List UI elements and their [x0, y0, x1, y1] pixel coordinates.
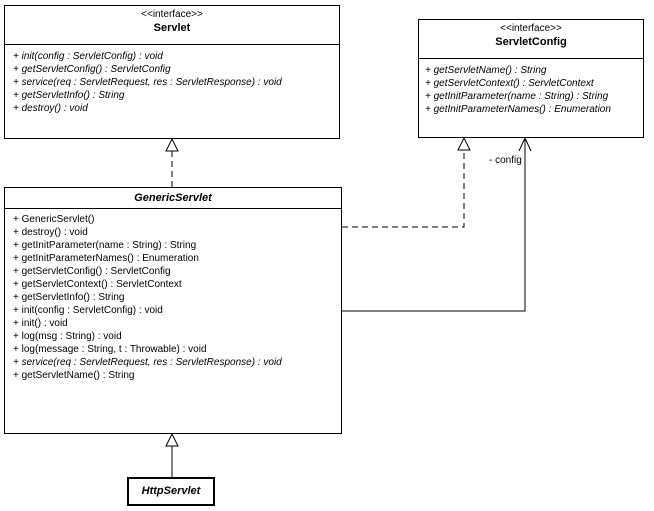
genericservlet-operation: + getServletInfo() : String: [13, 292, 125, 303]
servlet-interface-box: <<interface>> Servlet + init(config : Se…: [4, 5, 340, 139]
genericservlet-operation: + getServletConfig() : ServletConfig: [13, 266, 171, 277]
genericservlet-operation: + log(message : String, t : Throwable) :…: [13, 344, 207, 355]
servlet-class-name: Servlet: [153, 22, 191, 34]
servlet-operation: + service(req : ServletRequest, res : Se…: [13, 77, 282, 88]
servlet-operation: + init(config : ServletConfig) : void: [13, 51, 163, 62]
generalization-arrowhead: [165, 432, 179, 447]
servlet-header: <<interface>> Servlet: [5, 6, 339, 45]
servletconfig-operations: + getServletName() : String + getServlet…: [419, 59, 643, 116]
realization-servlet-arrowhead: [165, 137, 179, 152]
servletconfig-operation: + getInitParameterNames() : Enumeration: [425, 104, 611, 115]
association-config-arrowhead: [518, 136, 532, 152]
servletconfig-operation: + getServletContext() : ServletContext: [425, 78, 594, 89]
servlet-stereotype: <<interface>>: [141, 9, 203, 20]
association-role-label: - config: [489, 155, 522, 166]
genericservlet-operation: + service(req : ServletRequest, res : Se…: [13, 357, 282, 368]
genericservlet-operation: + init(config : ServletConfig) : void: [13, 305, 163, 316]
genericservlet-header: GenericServlet: [5, 188, 341, 209]
genericservlet-operation: + getServletName() : String: [13, 370, 135, 381]
servletconfig-interface-box: <<interface>> ServletConfig + getServlet…: [418, 19, 644, 138]
genericservlet-operation: + getInitParameterNames() : Enumeration: [13, 253, 199, 264]
genericservlet-class-box: GenericServlet + GenericServlet() + dest…: [4, 187, 342, 434]
genericservlet-operation: + init() : void: [13, 318, 68, 329]
genericservlet-class-name: GenericServlet: [134, 192, 212, 204]
servletconfig-operation: + getServletName() : String: [425, 65, 547, 76]
genericservlet-operation: + getServletContext() : ServletContext: [13, 279, 182, 290]
genericservlet-operation: + log(msg : String) : void: [13, 331, 122, 342]
association-config-line: [342, 138, 526, 312]
genericservlet-operation: + getInitParameter(name : String) : Stri…: [13, 240, 197, 251]
httpservlet-class-box: HttpServlet: [127, 477, 215, 506]
realization-servletconfig-arrowhead: [457, 136, 471, 151]
servletconfig-class-name: ServletConfig: [495, 36, 567, 48]
genericservlet-operation: + GenericServlet(): [13, 214, 95, 225]
genericservlet-operation: + destroy() : void: [13, 227, 88, 238]
servlet-operation: + destroy() : void: [13, 103, 88, 114]
servletconfig-operation: + getInitParameter(name : String) : Stri…: [425, 91, 609, 102]
realization-servletconfig-line: [342, 150, 465, 228]
genericservlet-operations: + GenericServlet() + destroy() : void + …: [5, 209, 341, 382]
httpservlet-class-name: HttpServlet: [141, 485, 201, 497]
servletconfig-stereotype: <<interface>>: [500, 23, 562, 34]
servlet-operation: + getServletConfig() : ServletConfig: [13, 64, 171, 75]
servlet-operation: + getServletInfo() : String: [13, 90, 125, 101]
servletconfig-header: <<interface>> ServletConfig: [419, 20, 643, 59]
servlet-operations: + init(config : ServletConfig) : void + …: [5, 45, 339, 115]
